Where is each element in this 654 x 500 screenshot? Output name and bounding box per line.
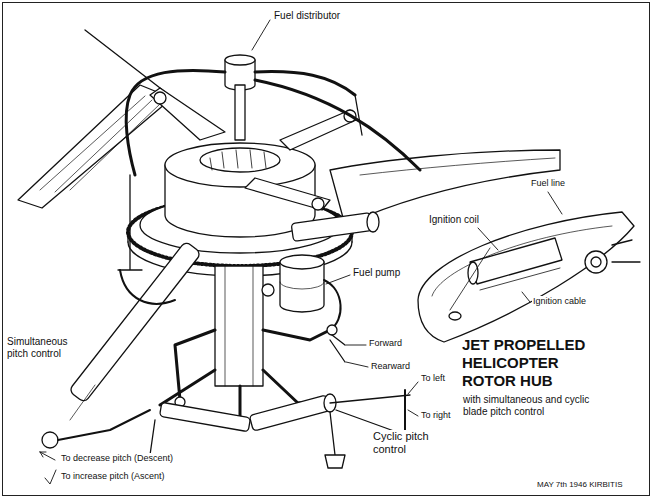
part-label: To right xyxy=(420,410,452,420)
part-label: Fuel pump xyxy=(352,267,401,279)
part-label: To increase pitch (Ascent) xyxy=(60,471,166,481)
subtitle: with simultaneous and cyclic blade pitch… xyxy=(462,394,614,417)
signature: MAY 7th 1946 KIRBITIS xyxy=(536,480,624,489)
part-label: Ignition cable xyxy=(532,296,587,306)
part-label: To decrease pitch (Descent) xyxy=(60,453,174,463)
part-label: Rearward xyxy=(370,361,411,371)
part-label: Forward xyxy=(368,338,403,348)
part-label: To left xyxy=(420,373,446,383)
diagram-title: JET PROPELLED HELICOPTER ROTOR HUB xyxy=(462,336,594,390)
cyclic-control xyxy=(150,390,410,468)
part-label: Fuel distributor xyxy=(273,10,341,22)
part-label: Fuel line xyxy=(530,178,566,188)
part-label: Simultaneous pitch control xyxy=(6,336,88,359)
blade-tip-inset xyxy=(418,212,640,342)
part-label: Cyclic pitch control xyxy=(372,430,454,455)
fuel-distributor xyxy=(118,55,420,270)
rotor-column xyxy=(215,255,341,386)
part-label: Ignition coil xyxy=(428,214,480,226)
